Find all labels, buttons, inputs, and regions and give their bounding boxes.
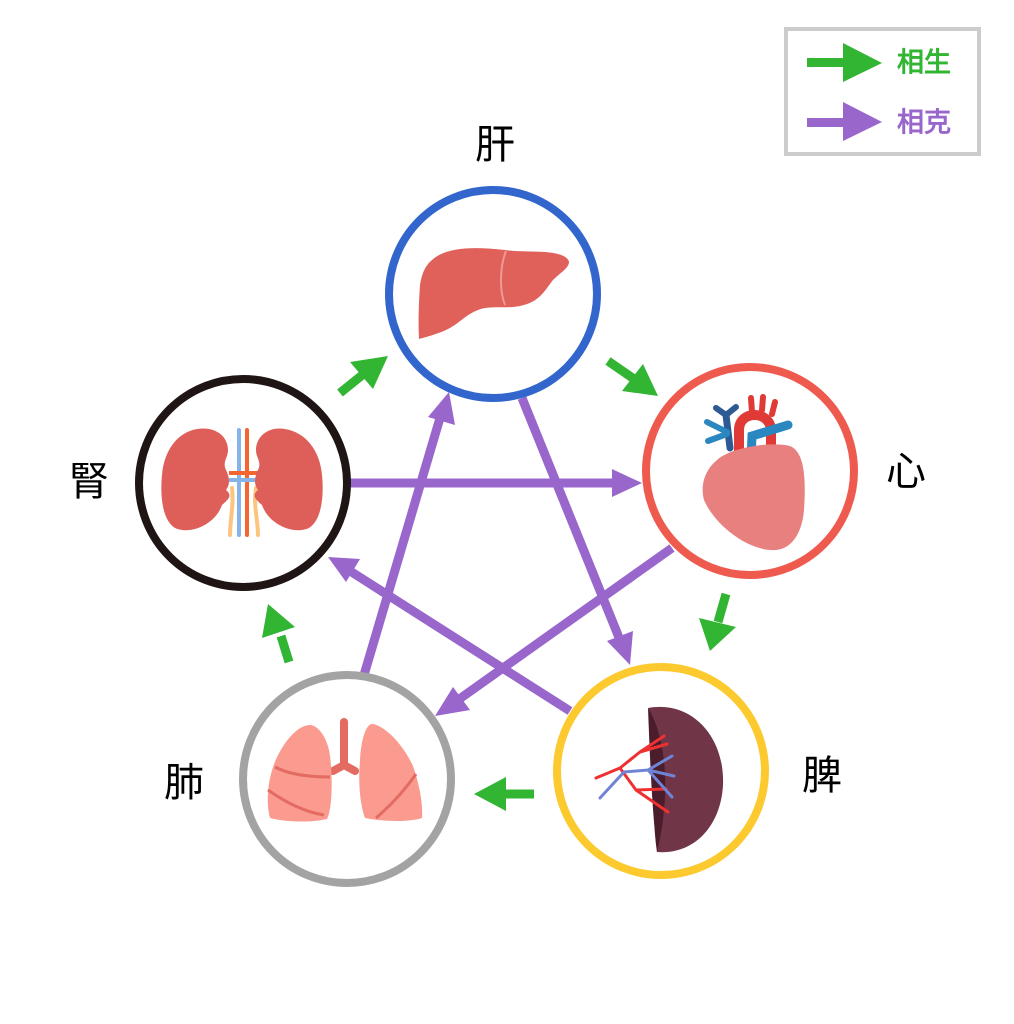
controlling-arrow-liver-to-spleen bbox=[517, 396, 633, 665]
heart-label: 心 bbox=[886, 449, 926, 495]
legend-item-generating: 相生 bbox=[807, 43, 951, 82]
controlling-cycle-arrows bbox=[328, 392, 675, 716]
green-arrow-icon bbox=[807, 43, 882, 82]
organ-node-liver[interactable]: 肝 bbox=[385, 122, 601, 402]
legend-label-generating: 相生 bbox=[897, 48, 951, 79]
legend-item-controlling: 相克 bbox=[807, 102, 951, 141]
generating-arrow-kidney-to-liver bbox=[337, 356, 388, 397]
spleen-icon bbox=[594, 706, 724, 853]
organ-node-kidney[interactable]: 腎 bbox=[69, 375, 351, 591]
controlling-arrow-kidney-to-heart bbox=[350, 469, 642, 497]
kidney-label: 腎 bbox=[69, 459, 109, 505]
lung-icon bbox=[267, 718, 423, 822]
generating-arrow-spleen-to-lung bbox=[474, 777, 534, 811]
generating-cycle-arrows bbox=[262, 356, 736, 811]
generating-arrow-lung-to-kidney bbox=[262, 604, 295, 664]
legend: 相生 相克 bbox=[784, 27, 981, 156]
organ-node-lung[interactable]: 肺 bbox=[164, 671, 455, 887]
organ-node-spleen[interactable]: 脾 bbox=[553, 663, 842, 879]
legend-label-controlling: 相克 bbox=[897, 107, 951, 139]
liver-label: 肝 bbox=[475, 122, 515, 168]
lung-label: 肺 bbox=[164, 760, 204, 806]
liver-icon bbox=[418, 248, 569, 339]
controlling-arrow-heart-to-lung bbox=[435, 544, 675, 716]
controlling-arrow-spleen-to-kidney bbox=[328, 557, 573, 715]
organ-node-heart[interactable]: 心 bbox=[642, 363, 926, 579]
generating-arrow-liver-to-heart bbox=[605, 357, 658, 396]
spleen-label: 脾 bbox=[802, 753, 842, 799]
generating-arrow-heart-to-spleen bbox=[699, 592, 736, 651]
lung-ring bbox=[239, 671, 455, 887]
legend-box bbox=[784, 27, 981, 156]
purple-arrow-icon bbox=[807, 102, 882, 141]
kidney-icon bbox=[161, 428, 323, 537]
controlling-arrow-lung-to-liver bbox=[359, 392, 455, 677]
heart-icon bbox=[702, 394, 805, 551]
